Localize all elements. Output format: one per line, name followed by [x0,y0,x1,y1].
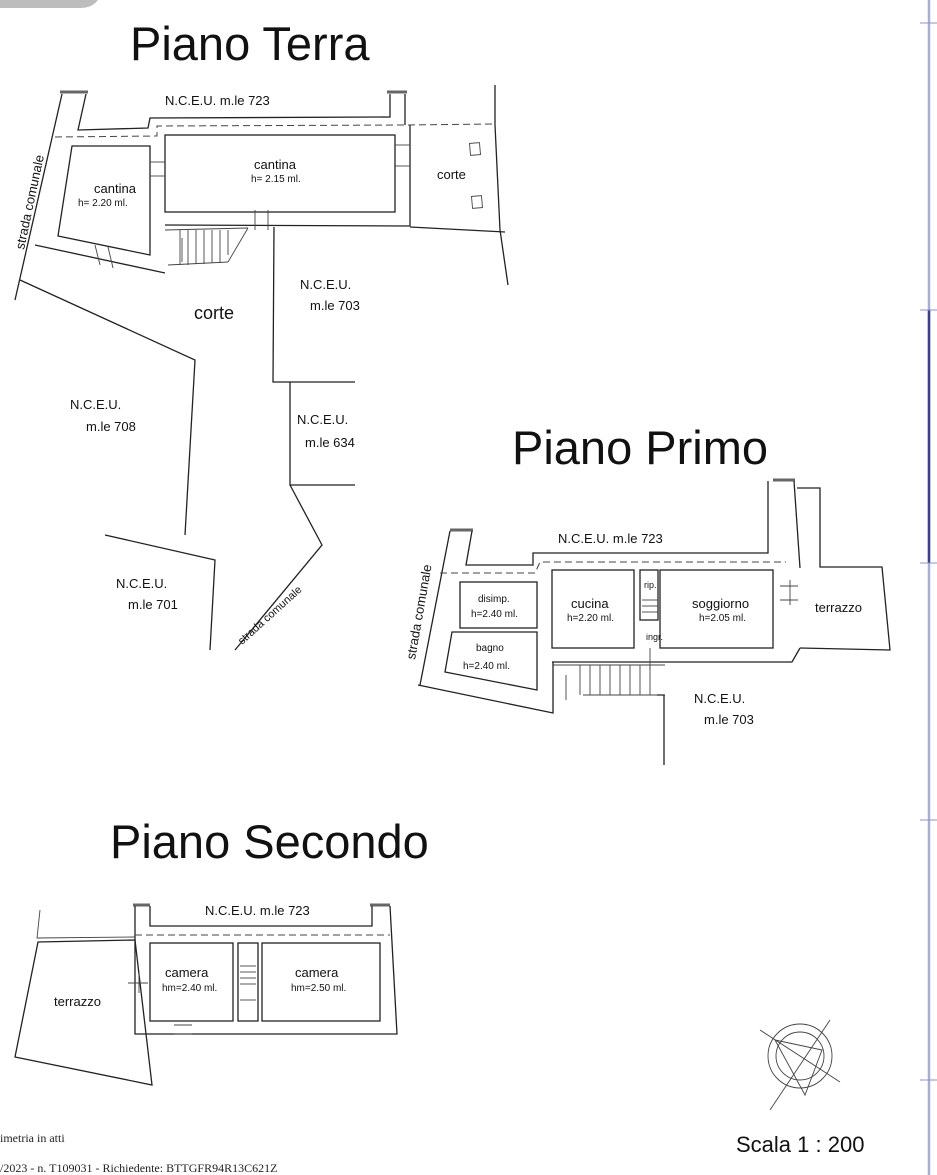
footer-line-2: /2023 - n. T109031 - Richiedente: BTTGFR… [0,1161,277,1175]
parcel-label: N.C.E.U. [694,691,745,706]
area-label: corte [194,303,234,323]
footer-line-1: imetria in atti [0,1131,65,1145]
room-name: camera [165,965,209,980]
room-height: h= 2.20 ml. [78,198,128,209]
parcel-label: N.C.E.U. [297,412,348,427]
room-name: cucina [571,596,609,611]
plan-piano-secondo: Piano Secondo N.C.E.U. m.le 723 camera h… [14,815,429,1086]
title-piano-terra: Piano Terra [130,17,370,70]
room-height: h=2.20 ml. [567,613,614,624]
area-label: terrazzo [815,600,862,615]
page-ruler[interactable] [920,0,937,1175]
plan-piano-primo: Piano Primo rip. ingr. N. [403,421,891,765]
room-name: rip. [644,580,657,590]
room-name: soggiorno [692,596,749,611]
title-piano-primo: Piano Primo [512,421,768,474]
area-label: corte [437,167,466,182]
room-height: hm=2.50 ml. [291,983,346,994]
room-height: h= 2.15 ml. [251,174,301,185]
road-label: strada comunale [236,584,304,647]
parcel-label: m.le 703 [310,298,360,313]
room-height: hm=2.40 ml. [162,983,217,994]
parcel-label: m.le 708 [86,419,136,434]
plan-piano-terra: Piano Terra [12,17,509,651]
room-height: h=2.40 ml. [463,661,510,672]
room-height: h=2.05 ml. [699,613,746,624]
parcel-label: m.le 634 [305,435,355,450]
parcel-label: m.le 703 [704,712,754,727]
parcel-label: N.C.E.U. [70,397,121,412]
road-label: strada comunale [12,153,47,250]
room-name: cantina [254,157,297,172]
parcel-label: N.C.E.U. [116,576,167,591]
scale-label: Scala 1 : 200 [736,1132,864,1157]
room-height: h=2.40 ml. [471,609,518,620]
room-name: bagno [476,643,504,654]
north-arrow-icon [759,1019,841,1111]
room-name: ingr. [646,632,663,642]
neighbor-label: N.C.E.U. m.le 723 [165,93,270,108]
neighbor-label: N.C.E.U. m.le 723 [205,903,310,918]
room-name: cantina [94,181,137,196]
neighbor-label: N.C.E.U. m.le 723 [558,531,663,546]
area-label: terrazzo [54,994,101,1009]
room-name: camera [295,965,339,980]
parcel-label: N.C.E.U. [300,277,351,292]
title-piano-secondo: Piano Secondo [110,815,429,868]
road-label: strada comunale [403,563,434,660]
parcel-label: m.le 701 [128,597,178,612]
viewer-tab-fragment [0,0,98,8]
room-name: disimp. [478,594,510,605]
